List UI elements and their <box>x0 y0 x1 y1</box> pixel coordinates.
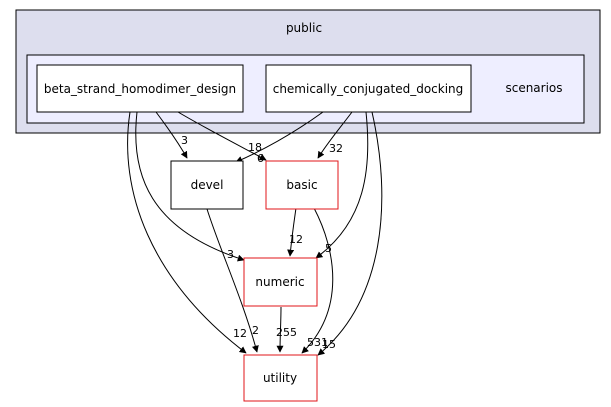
node-utility[interactable]: utility <box>243 354 318 402</box>
edge-label-beta-numeric: 3 <box>227 248 234 261</box>
edges: 3 18 3 12 6 32 5 15 2 12 531 255 <box>127 111 383 356</box>
edge-label-devel-utility: 2 <box>252 324 259 337</box>
node-beta-strand-homodimer-design[interactable]: beta_strand_homodimer_design <box>36 64 244 113</box>
node-label-beta: beta_strand_homodimer_design <box>44 82 236 96</box>
edge-chem-devel <box>235 111 324 163</box>
edge-devel-utility <box>206 208 259 353</box>
edge-label-beta-utility: 12 <box>233 327 247 340</box>
edge-numeric-utility <box>276 306 284 353</box>
cluster-scenarios-label: scenarios <box>505 81 562 95</box>
edge-chem-utility <box>317 111 383 356</box>
node-basic[interactable]: basic <box>265 160 339 210</box>
edge-chem-basic <box>317 111 353 159</box>
edge-label-chem-devel: 6 <box>257 152 264 165</box>
edge-label-beta-devel: 3 <box>181 134 188 147</box>
edge-label-beta-basic: 18 <box>248 141 262 154</box>
edge-label-basic-numeric: 12 <box>289 233 303 246</box>
node-label-basic: basic <box>286 178 317 192</box>
edge-label-chem-numeric: 5 <box>325 242 332 255</box>
edge-beta-utility <box>127 111 247 354</box>
cluster-public-label: public <box>286 21 322 35</box>
edge-label-numeric-utility: 255 <box>276 326 297 339</box>
edge-label-chem-basic: 32 <box>329 142 343 155</box>
edge-basic-utility <box>301 207 334 354</box>
node-devel[interactable]: devel <box>170 160 244 210</box>
edge-beta-basic <box>177 111 267 161</box>
edge-beta-devel <box>155 111 188 159</box>
edge-beta-numeric <box>135 111 245 262</box>
edge-label-basic-utility: 531 <box>307 336 328 349</box>
edge-chem-numeric <box>315 111 369 259</box>
node-numeric[interactable]: numeric <box>243 257 318 307</box>
node-label-utility: utility <box>263 371 297 385</box>
node-label-devel: devel <box>191 178 224 192</box>
node-label-numeric: numeric <box>255 275 304 289</box>
node-chemically-conjugated-docking[interactable]: chemically_conjugated_docking <box>265 64 472 113</box>
edge-basic-numeric <box>287 207 297 257</box>
edge-label-chem-utility: 15 <box>322 338 336 351</box>
node-label-chem: chemically_conjugated_docking <box>273 82 464 96</box>
